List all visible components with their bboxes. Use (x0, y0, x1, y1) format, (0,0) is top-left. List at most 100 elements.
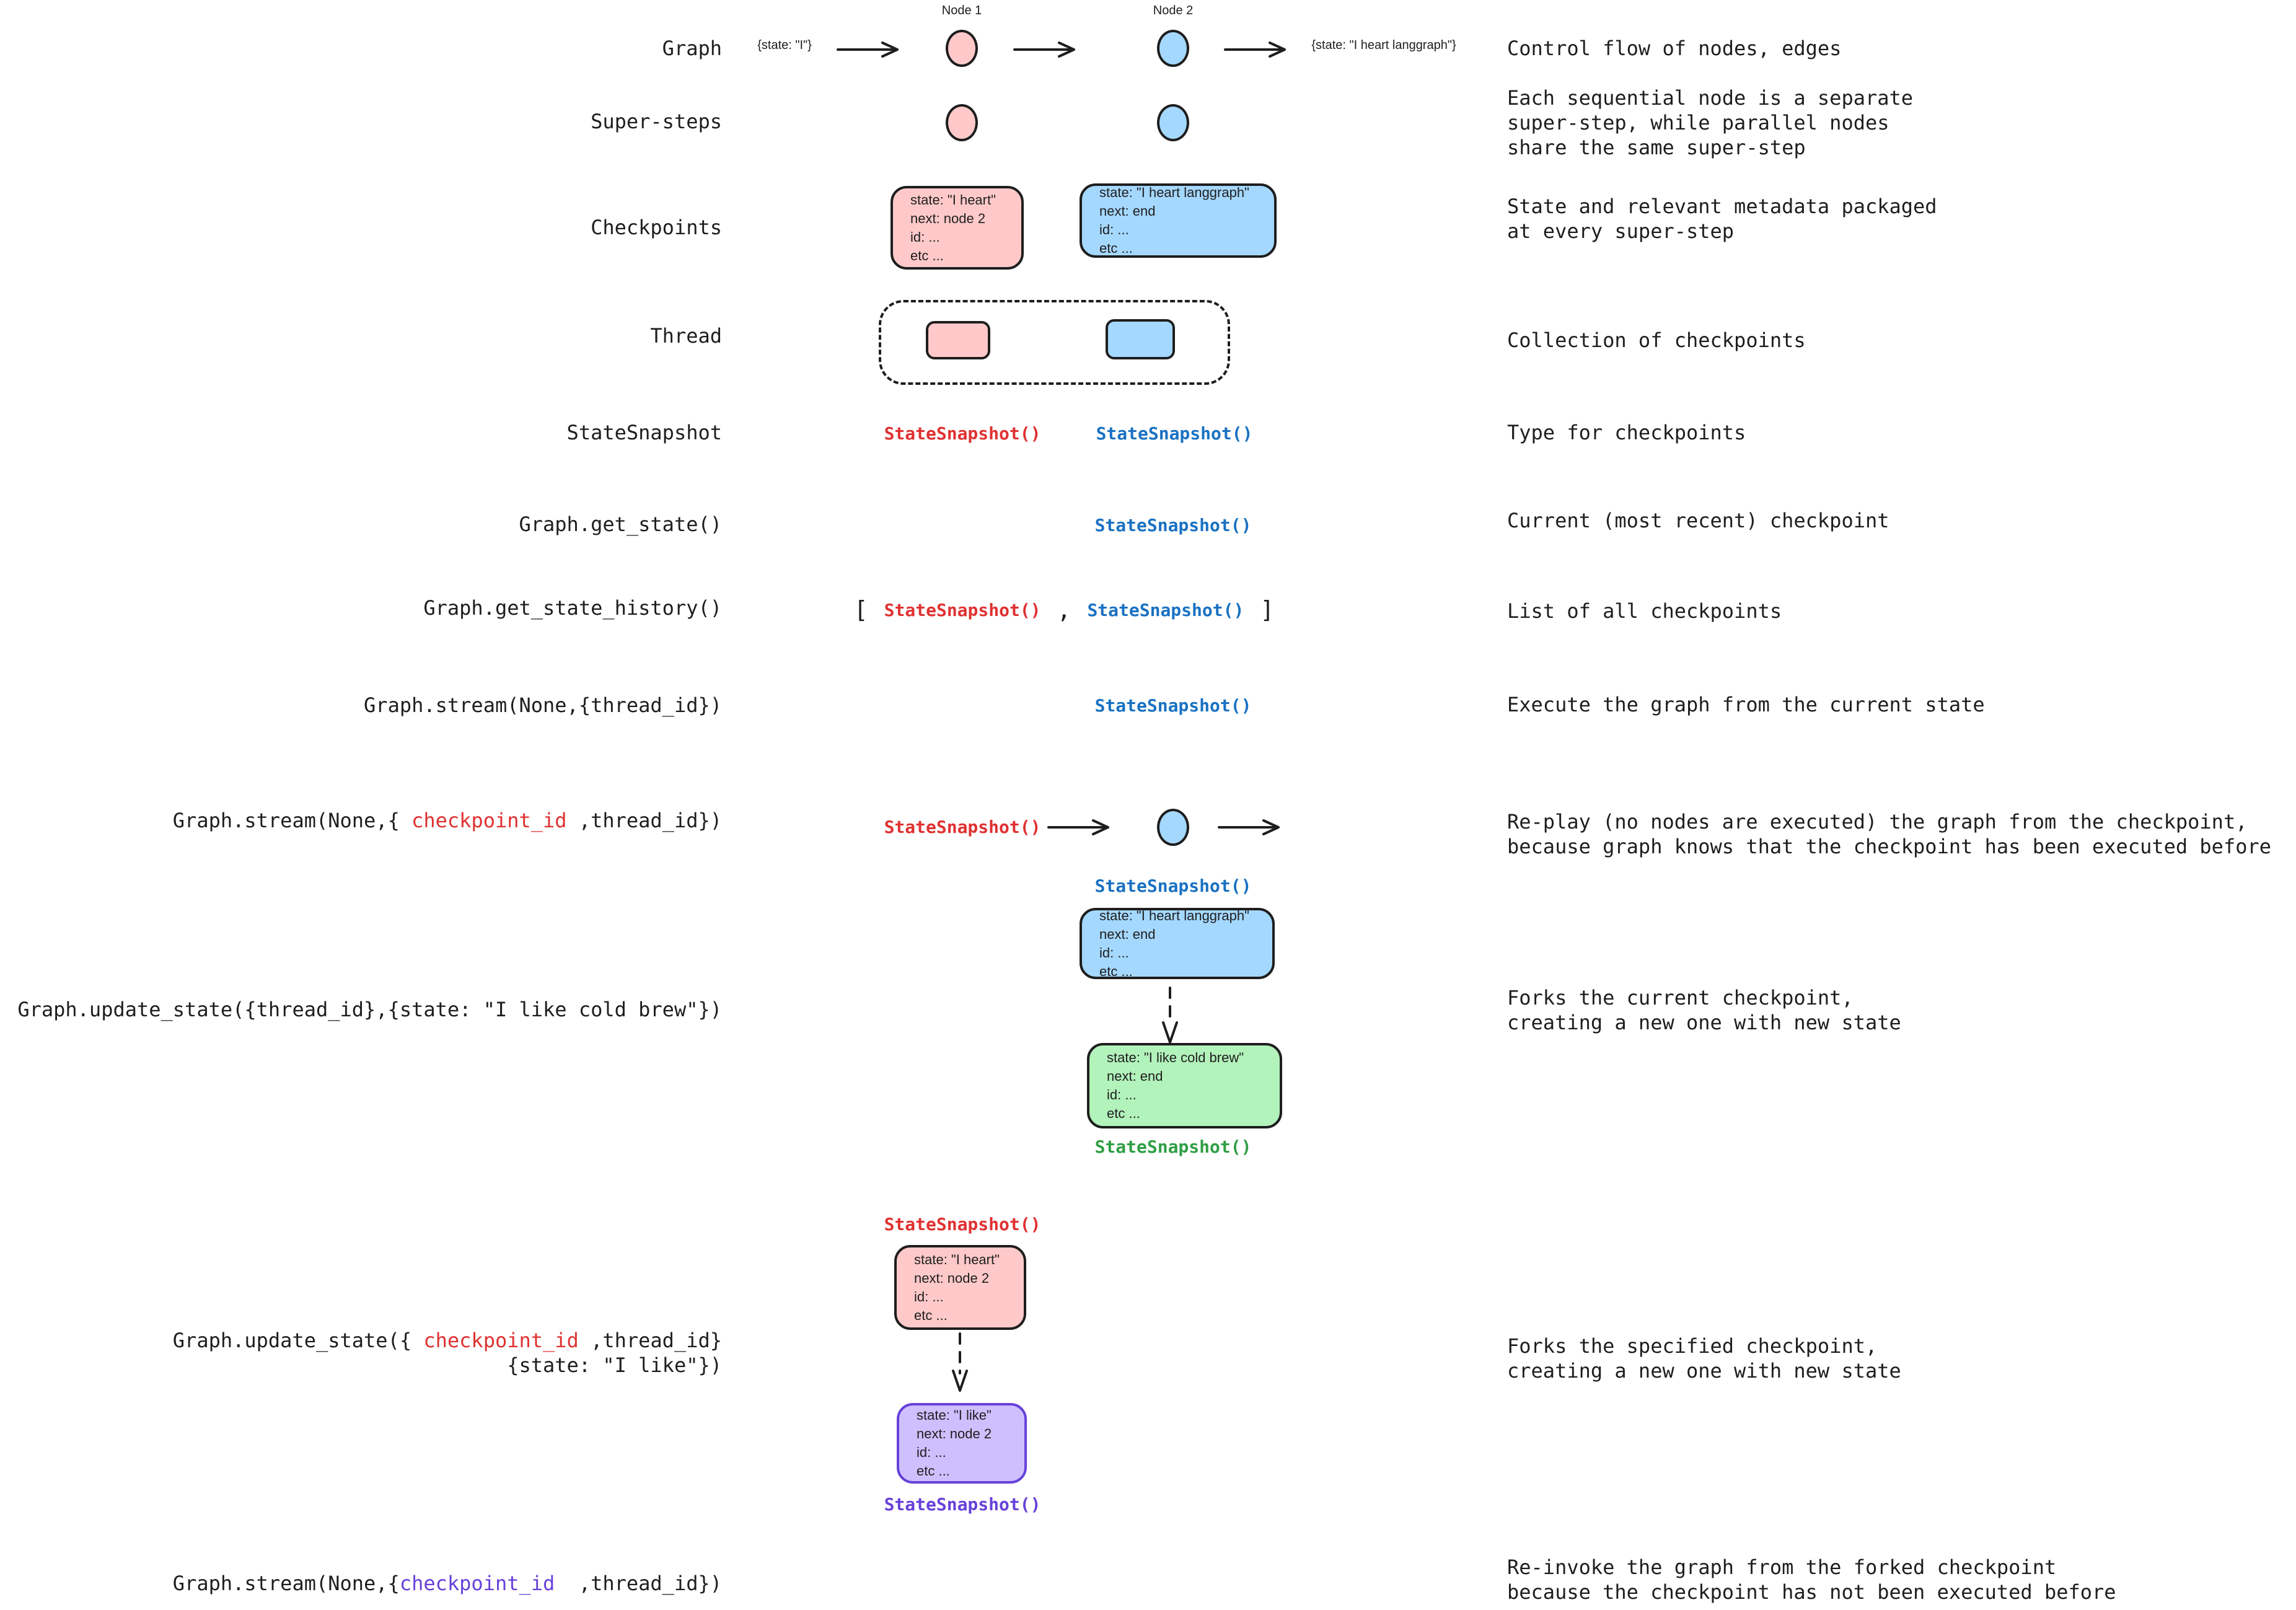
statesnapshot-token-blue: StateSnapshot() (1087, 599, 1244, 620)
card-line: id: ... (914, 1288, 944, 1304)
card-line: state: "I heart" (910, 191, 996, 208)
label-part: ,thread_id}) (555, 1572, 722, 1595)
desc-line: Current (most recent) checkpoint (1507, 509, 1889, 532)
label-part: Graph.update_state({ (172, 1329, 424, 1352)
card-line: id: ... (1099, 222, 1129, 237)
desc-line: List of all checkpoints (1507, 599, 1782, 623)
card-line: next: node 2 (910, 210, 986, 226)
statesnapshot-token-blue: StateSnapshot() (1094, 876, 1252, 896)
arrow-down-dashed-icon (1162, 987, 1178, 1044)
bracket-close: ] (1260, 596, 1275, 623)
card-line: etc ... (1107, 1106, 1140, 1121)
desc-line: at every super-step (1507, 219, 1735, 243)
card-line: next: end (1099, 203, 1156, 219)
replay-node-circle (1157, 809, 1189, 846)
statesnapshot-token-blue: StateSnapshot() (1096, 423, 1253, 444)
bracket-open: [ (853, 596, 868, 623)
card-line: etc ... (914, 1307, 948, 1323)
card-line: id: ... (1107, 1087, 1137, 1102)
desc-line: Control flow of nodes, edges (1507, 37, 1842, 60)
checkpoint-card-blue: state: "I heart langgraph" next: end id:… (1080, 908, 1275, 979)
card-line: next: end (1107, 1068, 1163, 1084)
desc-graph: Control flow of nodes, edges (1507, 36, 1841, 61)
label-part: ,thread_id} (578, 1329, 722, 1352)
label-part: Graph.stream(None,{ (172, 1572, 400, 1595)
desc-line: creating a new one with new state (1507, 1011, 1901, 1034)
desc-statesnapshot: Type for checkpoints (1507, 420, 1746, 445)
input-state-text: {state: "I"} (757, 38, 812, 52)
card-line: state: "I like cold brew" (1107, 1050, 1244, 1065)
desc-line: super-step, while parallel nodes (1507, 111, 1889, 134)
desc-line: Re-invoke the graph from the forked chec… (1507, 1555, 2057, 1579)
desc-line: Re-play (no nodes are executed) the grap… (1507, 810, 2248, 834)
row-label-statesnapshot: StateSnapshot (566, 421, 722, 444)
arrow-right-icon (1013, 42, 1075, 58)
node2-label: Node 2 (1153, 4, 1194, 17)
statesnapshot-token-purple: StateSnapshot() (884, 1494, 1041, 1515)
statesnapshot-token-red: StateSnapshot() (884, 599, 1041, 620)
checkpoint-id-red: checkpoint_id (411, 809, 567, 832)
desc-line: because the checkpoint has not been exec… (1507, 1580, 2116, 1604)
statesnapshot-token-red: StateSnapshot() (884, 817, 1041, 837)
card-line: state: "I like" (917, 1407, 992, 1423)
checkpoint-card-pink: state: "I heart" next: node 2 id: ... et… (894, 1245, 1026, 1330)
thread-dashed-box (879, 300, 1230, 385)
checkpoint-card-green: state: "I like cold brew" next: end id: … (1087, 1043, 1282, 1128)
arrow-right-icon (1047, 819, 1109, 835)
desc-line: Forks the specified checkpoint, (1507, 1334, 1878, 1358)
label-line1: Graph.update_state({ checkpoint_id ,thre… (173, 1329, 722, 1352)
card-line: next: node 2 (914, 1270, 990, 1286)
card-line: next: end (1099, 926, 1156, 942)
card-line: id: ... (910, 229, 940, 245)
statesnapshot-token-red: StateSnapshot() (884, 1214, 1041, 1234)
statesnapshot-token-blue: StateSnapshot() (1094, 695, 1252, 716)
desc-reinvoke: Re-invoke the graph from the forked chec… (1507, 1555, 2116, 1604)
label-part: ,thread_id}) (566, 809, 722, 832)
card-line: state: "I heart langgraph" (1099, 185, 1249, 200)
node1-circle (946, 30, 978, 67)
desc-thread: Collection of checkpoints (1507, 328, 1806, 353)
row-label-graph: Graph (662, 37, 722, 60)
arrow-right-icon (837, 42, 899, 58)
desc-line: because graph knows that the checkpoint … (1507, 835, 2271, 858)
desc-line: Each sequential node is a separate (1507, 86, 1914, 110)
desc-super-steps: Each sequential node is a separate super… (1507, 86, 1913, 160)
statesnapshot-token-blue: StateSnapshot() (1094, 515, 1252, 535)
thread-checkpoint-pink (926, 321, 990, 359)
desc-checkpoints: State and relevant metadata packaged at … (1507, 194, 1937, 244)
checkpoint-id-purple: checkpoint_id (399, 1572, 555, 1595)
statesnapshot-token-green: StateSnapshot() (1094, 1137, 1252, 1157)
checkpoint-card-blue: state: "I heart langgraph" next: end id:… (1080, 183, 1277, 258)
desc-line: Type for checkpoints (1507, 421, 1746, 444)
checkpoint-card-purple: state: "I like" next: node 2 id: ... etc… (897, 1403, 1027, 1484)
row-label-super-steps: Super-steps (591, 110, 722, 133)
comma: , (1057, 596, 1071, 623)
node1-label: Node 1 (941, 4, 982, 17)
desc-fork-specified: Forks the specified checkpoint, creating… (1507, 1334, 1901, 1383)
thread-checkpoint-blue (1106, 319, 1175, 359)
card-line: state: "I heart langgraph" (1099, 908, 1249, 923)
label-part: Graph.stream(None,{ (172, 809, 412, 832)
card-line: id: ... (1099, 944, 1129, 961)
row-label-stream-checkpoint: Graph.stream(None,{ checkpoint_id ,threa… (173, 808, 722, 833)
desc-line: creating a new one with new state (1507, 1359, 1901, 1383)
card-line: state: "I heart" (914, 1251, 1000, 1267)
row-label-update-checkpoint: Graph.update_state({ checkpoint_id ,thre… (173, 1328, 722, 1378)
desc-line: State and relevant metadata packaged (1507, 195, 1937, 218)
card-line: id: ... (917, 1445, 946, 1460)
label-line2: {state: "I like"}) (507, 1353, 722, 1377)
card-line: etc ... (1099, 963, 1133, 979)
checkpoint-id-red: checkpoint_id (423, 1329, 579, 1352)
desc-get-state-history: List of all checkpoints (1507, 599, 1782, 623)
row-label-get-state: Graph.get_state() (519, 512, 722, 536)
desc-fork-current: Forks the current checkpoint, creating a… (1507, 985, 1901, 1035)
desc-replay: Re-play (no nodes are executed) the grap… (1507, 809, 2271, 859)
desc-stream-thread: Execute the graph from the current state (1507, 692, 1985, 717)
arrow-right-icon (1218, 819, 1280, 835)
card-line: next: node 2 (917, 1426, 992, 1441)
desc-line: share the same super-step (1507, 136, 1806, 159)
node2-circle (1157, 30, 1189, 67)
row-label-get-state-history: Graph.get_state_history() (423, 596, 722, 620)
desc-line: Execute the graph from the current state (1507, 693, 1985, 716)
